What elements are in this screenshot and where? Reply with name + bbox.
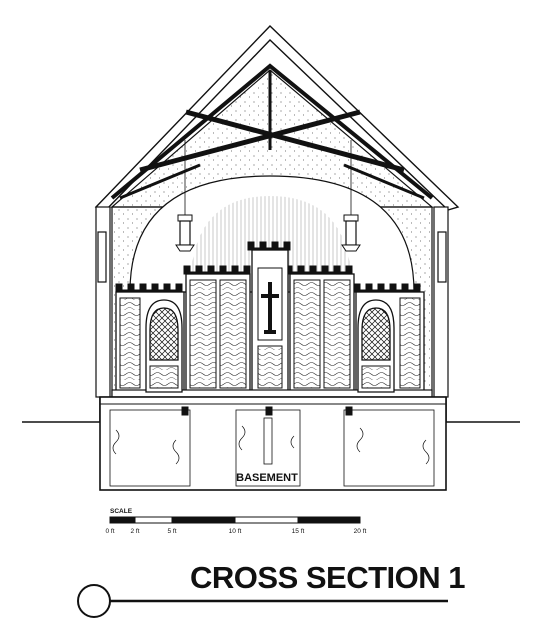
roof-trusses xyxy=(119,70,425,200)
scale-label: SCALE xyxy=(110,508,133,515)
scale-tick-15: 15 ft xyxy=(292,528,305,535)
gothic-door-right xyxy=(357,299,395,393)
scale-tick-2: 2 ft xyxy=(130,528,139,535)
scale-tick-5: 5 ft xyxy=(167,528,176,535)
basement-label: BASEMENT xyxy=(236,472,298,484)
basement-section xyxy=(99,396,447,491)
section-title: CROSS SECTION 1 xyxy=(190,560,466,595)
pendant-light-right xyxy=(341,140,361,252)
pendant-light-left xyxy=(175,140,195,252)
cross-icon xyxy=(261,282,279,334)
scale-bar xyxy=(109,516,361,524)
scale-tick-20: 20 ft xyxy=(354,528,367,535)
scale-tick-10: 10 ft xyxy=(229,528,242,535)
section-marker xyxy=(77,584,448,618)
gothic-door-left xyxy=(145,299,183,393)
scale-tick-0: 0 ft xyxy=(105,528,114,535)
